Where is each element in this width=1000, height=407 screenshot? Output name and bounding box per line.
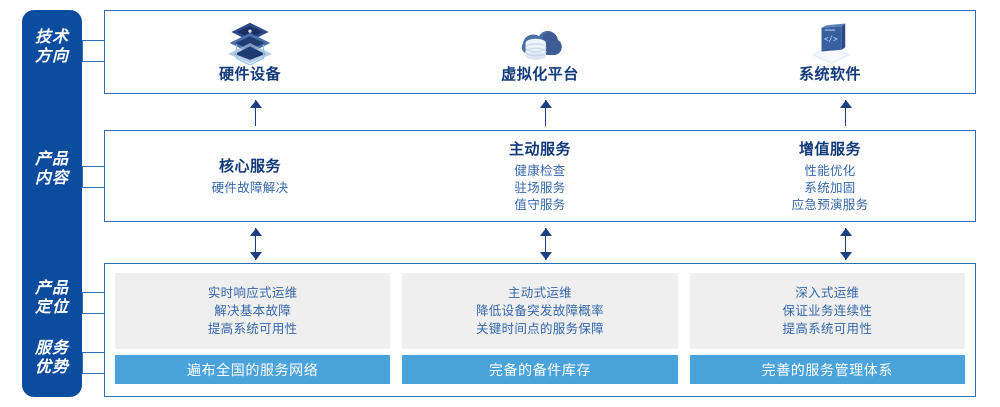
content-item-value-added-service-line-2: 系统加固	[804, 181, 856, 195]
rail-label-technology-line2: 方向	[34, 48, 69, 65]
arrow-tech-to-content-1	[249, 100, 263, 126]
positioning-box-2-line-3: 关键时间点的服务保障	[475, 322, 604, 336]
positioning-box-3-line-3: 提高系统可用性	[782, 322, 873, 336]
rail-label-product-position-line1: 产品	[34, 280, 69, 297]
svg-text:</>: </>	[824, 34, 838, 43]
arrow-content-to-bottom-2	[539, 228, 553, 260]
content-item-core-service-line-1: 硬件故障解决	[211, 181, 289, 195]
left-rail	[22, 10, 82, 397]
rail-label-product-position: 产品 定位	[22, 279, 82, 317]
rail-label-product-content-line1: 产品	[34, 151, 69, 168]
tech-item-virtualization[interactable]: 虚拟化平台	[395, 11, 685, 93]
tech-item-hardware-label: 硬件设备	[218, 65, 281, 83]
bottom-column-1: 实时响应式运维 解决基本故障 提高系统可用性 遍布全国的服务网络	[115, 273, 391, 386]
content-item-proactive-service-line-3: 值守服务	[514, 198, 566, 212]
rail-label-product-content: 产品 内容	[22, 150, 82, 188]
content-item-proactive-service[interactable]: 主动服务 健康检查 驻场服务 值守服务	[395, 131, 685, 221]
positioning-box-1[interactable]: 实时响应式运维 解决基本故障 提高系统可用性	[115, 273, 391, 349]
cloud-database-icon	[521, 30, 562, 60]
rail-label-service-advantage-line1: 服务	[34, 340, 69, 357]
tech-item-hardware[interactable]: 硬件设备	[105, 11, 395, 93]
tech-item-system-software[interactable]: </> 系统软件	[685, 11, 975, 93]
content-item-core-service[interactable]: 核心服务 硬件故障解决	[105, 131, 395, 221]
tech-item-virtualization-label: 虚拟化平台	[501, 65, 579, 83]
rail-label-product-position-line2: 定位	[34, 299, 69, 316]
content-item-value-added-service-heading: 增值服务	[798, 141, 861, 158]
positioning-box-2[interactable]: 主动式运维 降低设备突发故障概率 关键时间点的服务保障	[402, 273, 678, 349]
arrow-content-to-bottom-3	[839, 228, 853, 260]
server-stack-icon	[228, 22, 272, 65]
positioning-box-1-line-3: 提高系统可用性	[207, 322, 298, 336]
content-item-proactive-service-heading: 主动服务	[508, 141, 571, 158]
connector-product-position	[82, 292, 104, 314]
rail-label-technology-line1: 技术	[34, 29, 69, 46]
connector-product-content	[82, 166, 104, 188]
rail-label-service-advantage-line2: 优势	[34, 359, 69, 376]
content-item-value-added-service-line-3: 应急预演服务	[791, 198, 869, 212]
bottom-column-2: 主动式运维 降低设备突发故障概率 关键时间点的服务保障 完备的备件库存	[402, 273, 678, 386]
content-item-proactive-service-line-2: 驻场服务	[514, 181, 566, 195]
positioning-box-3-line-2: 保证业务连续性	[782, 304, 873, 318]
positioning-box-1-line-2: 解决基本故障	[214, 304, 292, 318]
positioning-box-3[interactable]: 深入式运维 保证业务连续性 提高系统可用性	[689, 273, 965, 349]
content-item-proactive-service-line-1: 健康检查	[514, 164, 566, 178]
arrow-tech-to-content-2	[539, 100, 553, 126]
product-content-panel: 核心服务 硬件故障解决 主动服务 健康检查 驻场服务 值守服务 增值服务 性能优…	[104, 130, 976, 222]
rail-label-service-advantage: 服务 优势	[22, 339, 82, 377]
tech-item-system-software-label: 系统软件	[798, 65, 861, 83]
positioning-box-3-line-1: 深入式运维	[795, 286, 860, 300]
positioning-box-1-line-1: 实时响应式运维	[207, 286, 298, 300]
advantage-bar-1[interactable]: 遍布全国的服务网络	[115, 355, 391, 384]
content-item-value-added-service[interactable]: 增值服务 性能优化 系统加固 应急预演服务	[685, 131, 975, 221]
bottom-column-3: 深入式运维 保证业务连续性 提高系统可用性 完善的服务管理体系	[689, 273, 965, 386]
laptop-code-icon: </>	[811, 23, 851, 64]
arrow-tech-to-content-3	[839, 100, 853, 126]
advantage-bar-2[interactable]: 完备的备件库存	[402, 355, 678, 384]
rail-label-technology: 技术 方向	[22, 28, 82, 66]
rail-label-product-content-line2: 内容	[34, 170, 69, 187]
content-item-value-added-service-line-1: 性能优化	[804, 164, 856, 178]
positioning-box-2-line-2: 降低设备突发故障概率	[475, 304, 604, 318]
advantage-bar-3[interactable]: 完善的服务管理体系	[689, 355, 965, 384]
connector-technology	[82, 40, 104, 62]
arrow-content-to-bottom-1	[249, 228, 263, 260]
positioning-box-2-line-1: 主动式运维	[507, 286, 572, 300]
connector-service-advantage	[82, 352, 104, 374]
positioning-advantage-panel: 实时响应式运维 解决基本故障 提高系统可用性 遍布全国的服务网络 主动式运维 降…	[104, 263, 976, 397]
technology-panel: 硬件设备 虚拟化平台	[104, 10, 976, 94]
content-item-core-service-heading: 核心服务	[218, 158, 281, 175]
